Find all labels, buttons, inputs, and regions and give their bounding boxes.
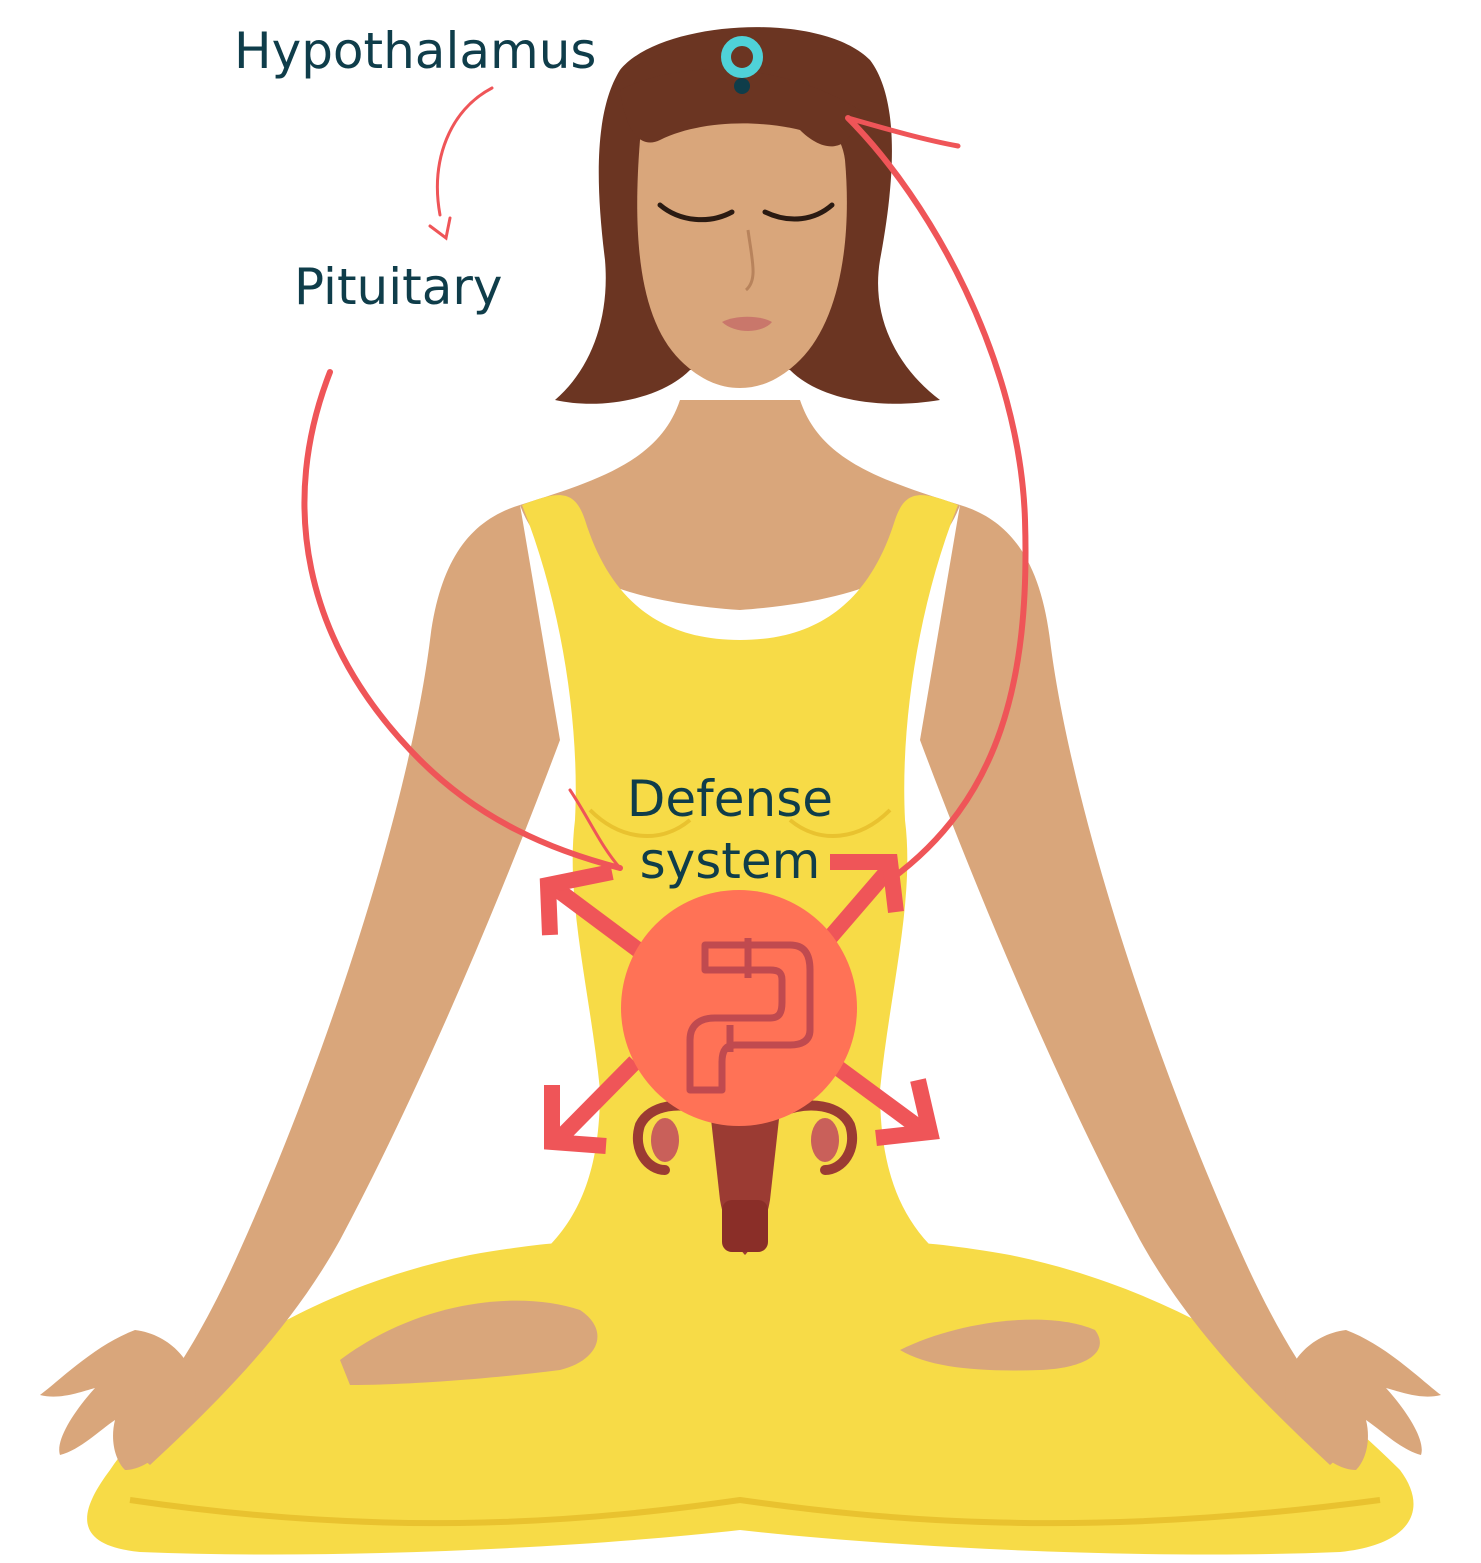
hypothalamus-label: Hypothalamus [234, 22, 596, 80]
defense-label-line2: system [590, 830, 870, 892]
pituitary-label: Pituitary [294, 258, 503, 316]
defense-system-label: Defense system [590, 768, 870, 892]
pituitary-arrow [430, 88, 492, 238]
defense-label-line1: Defense [590, 768, 870, 830]
gut-badge [621, 890, 857, 1126]
